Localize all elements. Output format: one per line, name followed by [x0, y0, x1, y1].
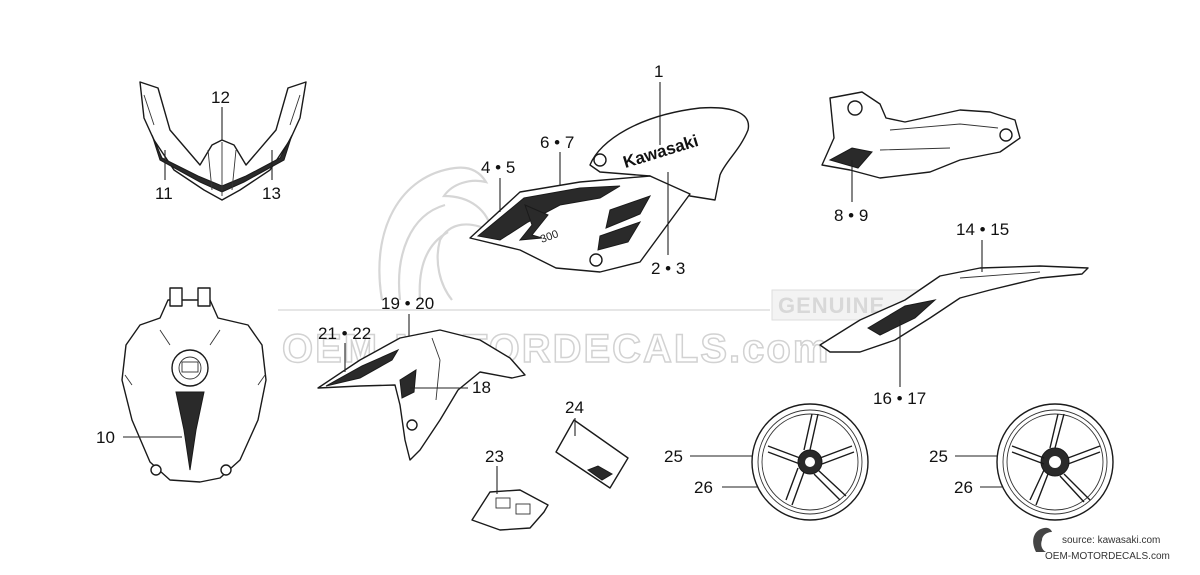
callout-8-9: 8 • 9 [834, 206, 868, 225]
callout-2-3: 2 • 3 [651, 259, 685, 278]
callout-16-17: 16 • 17 [873, 389, 926, 408]
callout-1: 1 [654, 62, 663, 81]
source-site: OEM-MOTORDECALS.com [1045, 551, 1170, 562]
callout-18: 18 [472, 378, 491, 397]
model-decal-text: 300 [539, 228, 560, 246]
rear-wheel-part [751, 403, 869, 521]
callout-19-20: 19 • 20 [381, 294, 434, 313]
tank-shroud-part: Kawasaki 300 [469, 106, 750, 273]
watermark-badge: GENUINE [778, 293, 885, 318]
callouts: 1 6 • 7 4 • 5 2 • 3 12 11 13 8 • 9 14 • … [96, 62, 1009, 497]
callout-12: 12 [211, 88, 230, 107]
callout-4-5: 4 • 5 [481, 158, 515, 177]
callout-26-rear: 26 [694, 478, 713, 497]
front-wheel-part [996, 403, 1114, 521]
callout-6-7: 6 • 7 [540, 133, 574, 152]
watermark: OEM-MOTORDECALS.com GENUINE [278, 166, 921, 372]
tail-cowl-part [819, 265, 1089, 353]
logo-bird-icon [1033, 527, 1052, 552]
leader-lines [123, 82, 1002, 494]
bracket-part [471, 489, 549, 531]
lower-cowl-part [821, 91, 1021, 179]
callout-25-front: 25 [929, 447, 948, 466]
callout-25-rear: 25 [664, 447, 683, 466]
callout-24: 24 [565, 398, 584, 417]
callout-11: 11 [155, 184, 173, 203]
decal-sheet-part [555, 419, 629, 489]
fuel-tank-part [121, 287, 267, 483]
callout-21-22: 21 • 22 [318, 324, 371, 343]
front-fender-part [317, 329, 526, 461]
source-credit: source: kawasaki.com [1062, 535, 1160, 546]
footer-source: source: kawasaki.com OEM-MOTORDECALS.com [1033, 527, 1170, 562]
callout-26-front: 26 [954, 478, 973, 497]
watermark-bird-icon [378, 166, 494, 301]
front-cowl-part [139, 81, 307, 201]
callout-14-15: 14 • 15 [956, 220, 1009, 239]
callout-13: 13 [262, 184, 281, 203]
callout-10: 10 [96, 428, 115, 447]
callout-23: 23 [485, 447, 504, 466]
